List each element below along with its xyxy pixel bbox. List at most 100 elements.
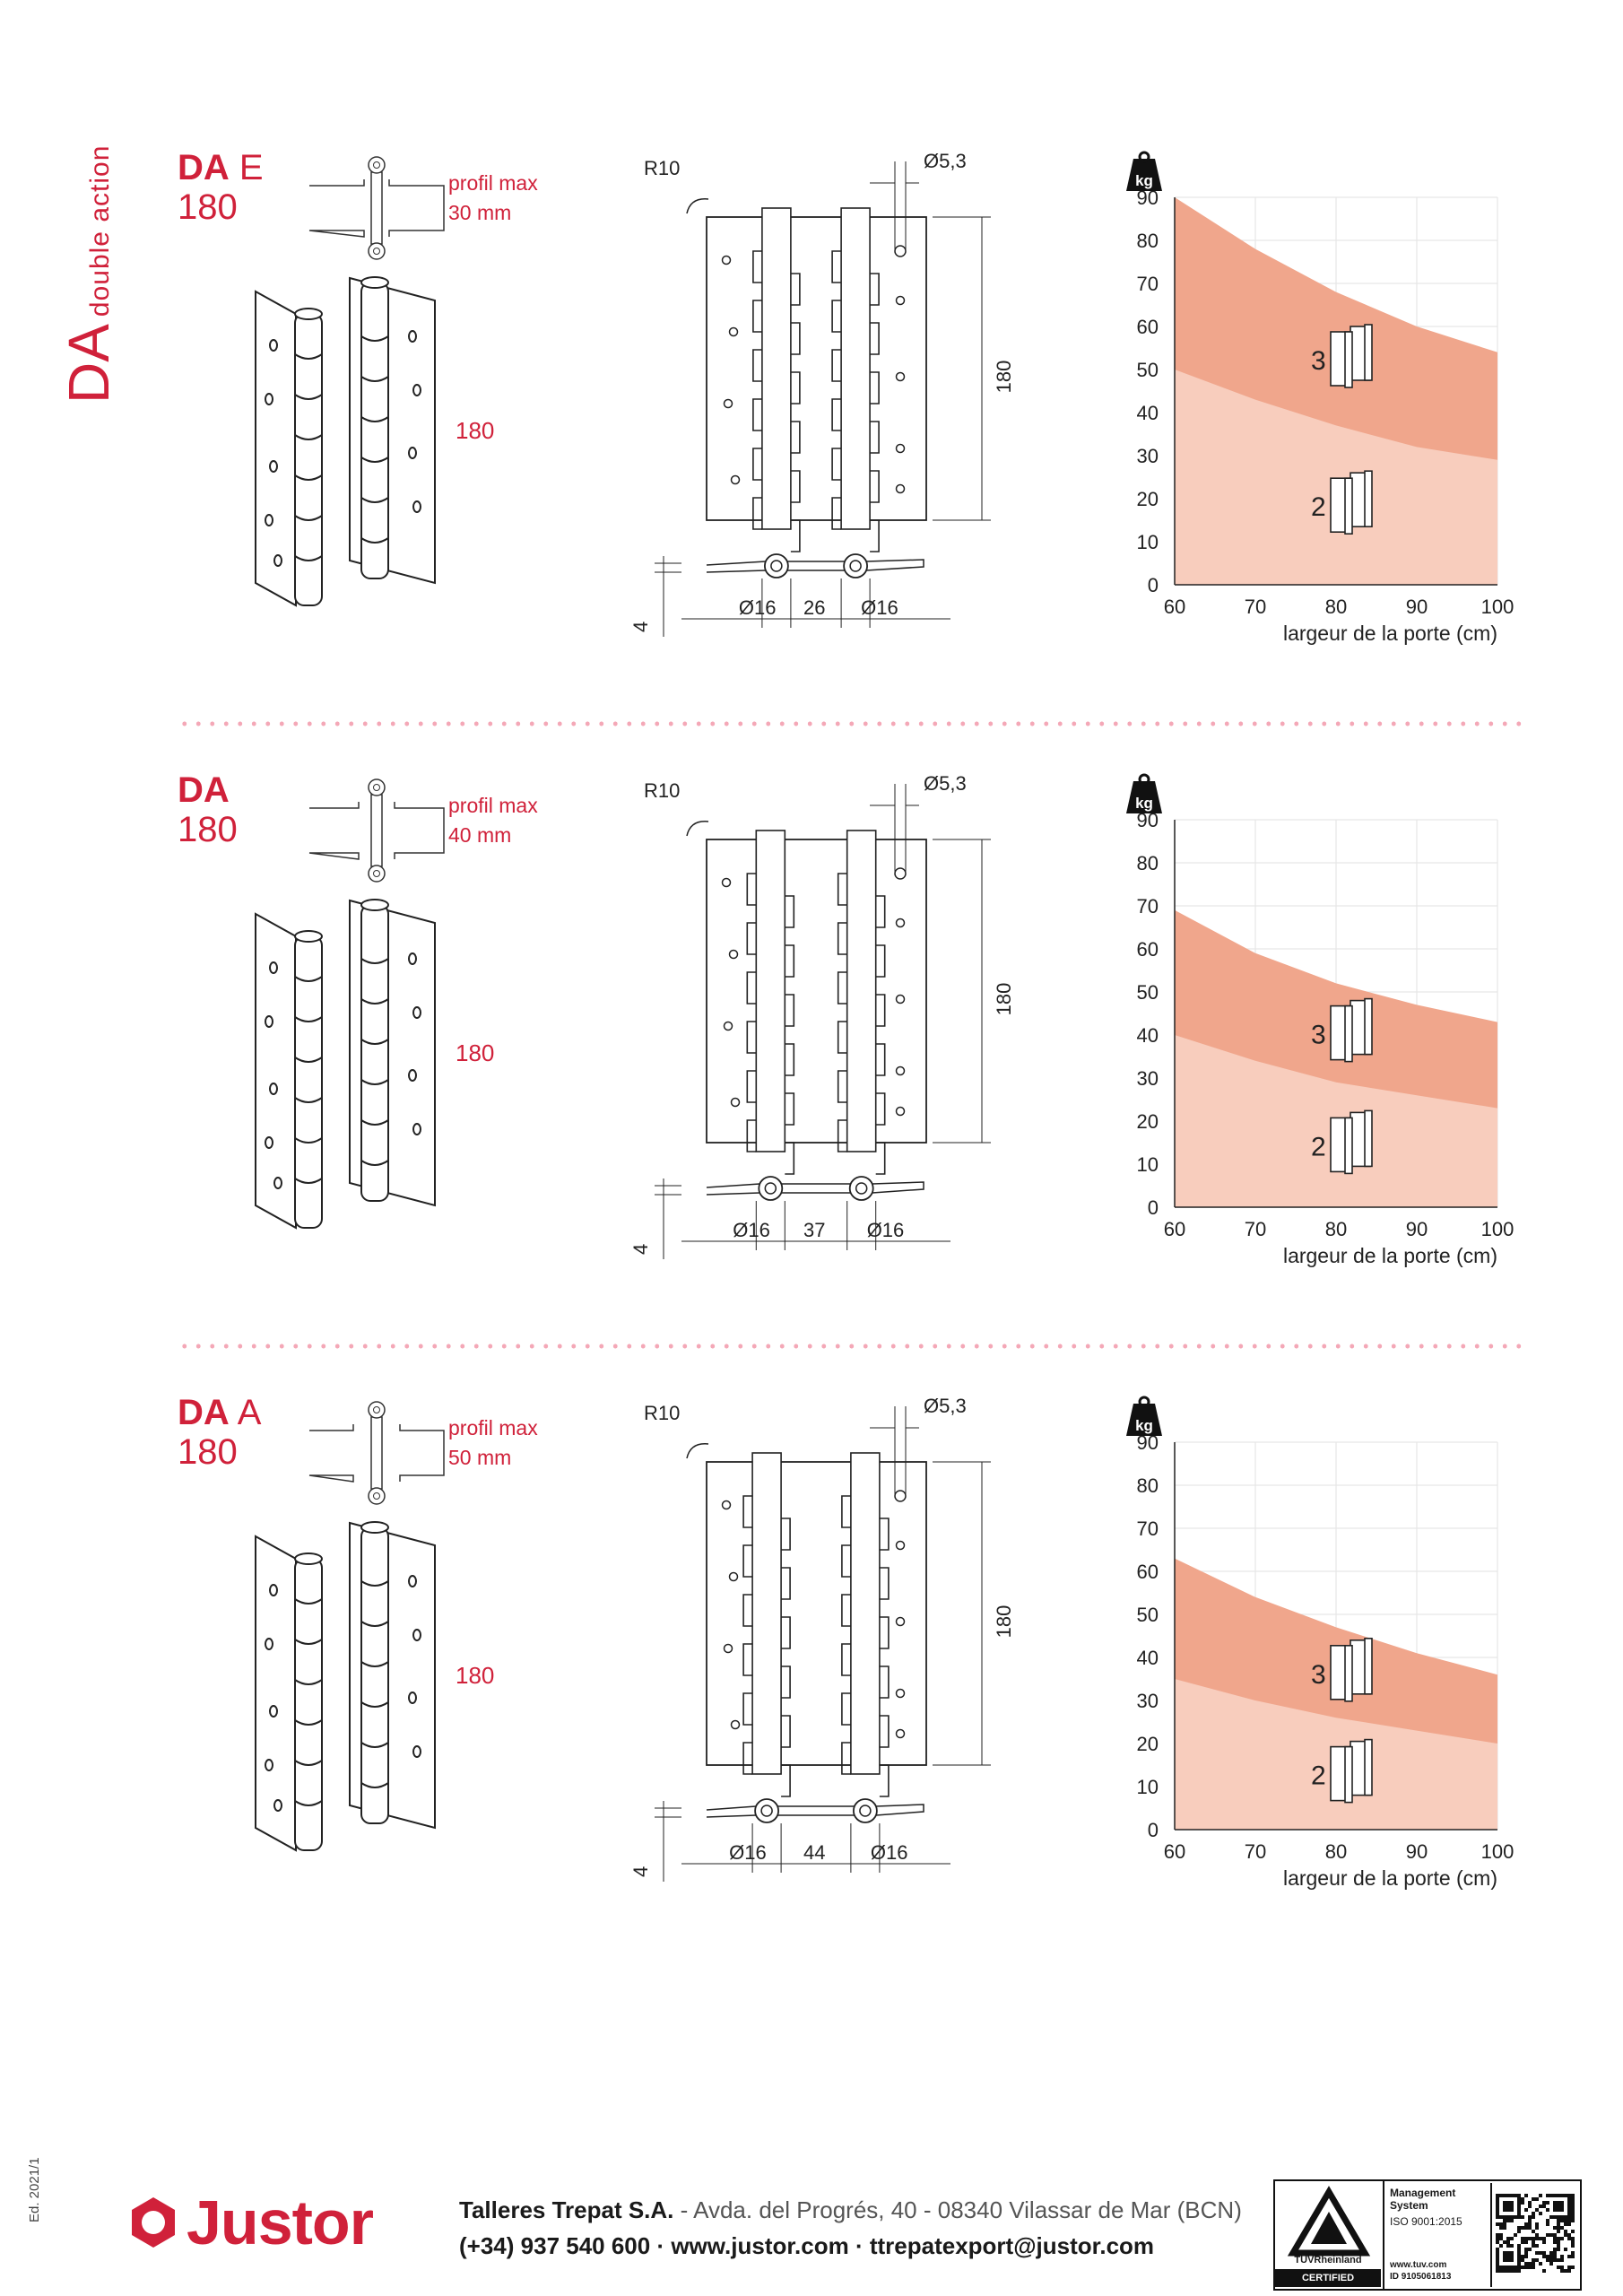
kg-label: kg — [1135, 795, 1153, 812]
dim-gap-label: 37 — [803, 1219, 825, 1241]
x-tick-label: 90 — [1406, 1218, 1428, 1240]
x-tick-label: 100 — [1481, 1218, 1515, 1240]
y-tick-label: 20 — [1137, 1110, 1159, 1133]
tuv-logo: TÜVRheinland CERTIFIED — [1275, 2181, 1384, 2289]
brand-name: Justor — [187, 2187, 374, 2257]
product-size: 180 — [178, 187, 238, 227]
y-tick-label: 30 — [1137, 1067, 1159, 1090]
cert-id: ID 9105061813 — [1390, 2272, 1452, 2282]
tuv-triangle-icon — [1287, 2186, 1371, 2257]
dim-r10-label: R10 — [644, 1402, 680, 1424]
dim-hole-label: Ø5,3 — [924, 1395, 967, 1417]
product-suffix: A — [237, 1393, 262, 1432]
profile-section-diagram — [308, 156, 445, 260]
profil-value: 50 mm — [448, 1446, 512, 1469]
edition-label: Ed. 2021/1 — [27, 2157, 42, 2222]
y-tick-label: 80 — [1137, 1474, 1159, 1497]
hinge-isometric-drawing — [255, 899, 436, 1230]
x-tick-label: 60 — [1164, 1218, 1185, 1240]
y-tick-label: 30 — [1137, 445, 1159, 467]
dim-hole-label: Ø5,3 — [924, 150, 967, 172]
y-tick-label: 40 — [1137, 1024, 1159, 1047]
dim-hole-label: Ø5,3 — [924, 772, 967, 795]
series-label: 3 — [1311, 346, 1326, 376]
product-code: DA — [178, 770, 230, 810]
company-name: Talleres Trepat S.A. — [459, 2196, 674, 2223]
y-tick-label: 0 — [1148, 1819, 1159, 1841]
kg-label: kg — [1135, 172, 1153, 189]
y-tick-label: 0 — [1148, 1196, 1159, 1219]
x-tick-label: 90 — [1406, 596, 1428, 618]
hinge-length-label: 180 — [456, 1662, 495, 1689]
dim-thickness-label: 4 — [629, 1244, 652, 1255]
y-tick-label: 60 — [1137, 1561, 1159, 1583]
x-tick-label: 100 — [1481, 1840, 1515, 1863]
x-tick-label: 70 — [1245, 1840, 1266, 1863]
x-tick-label: 70 — [1245, 1218, 1266, 1240]
product-size: 180 — [178, 810, 238, 849]
y-tick-label: 80 — [1137, 852, 1159, 874]
y-tick-label: 20 — [1137, 488, 1159, 510]
certified-label: CERTIFIED — [1275, 2269, 1381, 2287]
y-tick-label: 30 — [1137, 1690, 1159, 1712]
series-label: 3 — [1311, 1021, 1326, 1050]
dim-height-label: 180 — [993, 361, 1015, 394]
hinge-length-label: 180 — [456, 1039, 495, 1066]
y-tick-label: 50 — [1137, 981, 1159, 1004]
x-axis-label: largeur de la porte (cm) — [1283, 1244, 1497, 1267]
hinge-mini-icon — [1330, 1109, 1373, 1175]
x-tick-label: 80 — [1325, 596, 1347, 618]
y-tick-label: 50 — [1137, 1604, 1159, 1626]
tuv-url: www.tuv.com — [1390, 2260, 1447, 2270]
y-tick-label: 70 — [1137, 895, 1159, 918]
y-tick-label: 40 — [1137, 1647, 1159, 1669]
company-address: Talleres Trepat S.A. - Avda. del Progrés… — [459, 2192, 1242, 2264]
hinge-mini-icon — [1330, 1637, 1373, 1702]
y-tick-label: 40 — [1137, 402, 1159, 424]
dim-diameter-right: Ø16 — [867, 1219, 905, 1241]
dim-diameter-right: Ø16 — [871, 1841, 908, 1864]
product-code: DA — [178, 1393, 230, 1432]
dim-gap-label: 26 — [803, 596, 825, 619]
hinge-isometric-drawing — [255, 276, 436, 607]
hinge-mini-icon — [1330, 1738, 1373, 1804]
series-label: 3 — [1311, 1660, 1326, 1690]
weight-icon: kg — [1126, 151, 1162, 191]
profile-section-diagram — [308, 778, 445, 883]
section-divider — [178, 1344, 1527, 1349]
y-tick-label: 70 — [1137, 1518, 1159, 1540]
series-label: 2 — [1311, 1761, 1326, 1791]
x-tick-label: 100 — [1481, 596, 1515, 618]
dim-height-label: 180 — [993, 1605, 1015, 1639]
hinge-mini-icon — [1330, 324, 1373, 388]
x-tick-label: 60 — [1164, 596, 1185, 618]
hinge-length-label: 180 — [456, 417, 495, 444]
series-label: 2 — [1311, 1132, 1326, 1161]
x-tick-label: 80 — [1325, 1218, 1347, 1240]
y-tick-label: 20 — [1137, 1733, 1159, 1755]
qr-code-icon — [1496, 2194, 1575, 2273]
hex-nut-icon — [132, 2197, 175, 2248]
profile-section-diagram — [308, 1401, 445, 1505]
x-tick-label: 60 — [1164, 1840, 1185, 1863]
dim-thickness-label: 4 — [629, 1866, 652, 1877]
y-tick-label: 10 — [1137, 531, 1159, 553]
x-axis-label: largeur de la porte (cm) — [1283, 622, 1497, 645]
x-tick-label: 90 — [1406, 1840, 1428, 1863]
profil-line: profil max — [448, 794, 538, 817]
hinge-isometric-drawing — [255, 1521, 436, 1852]
y-tick-label: 60 — [1137, 316, 1159, 338]
product-name: DA 180 — [178, 770, 238, 849]
y-tick-label: 70 — [1137, 273, 1159, 295]
